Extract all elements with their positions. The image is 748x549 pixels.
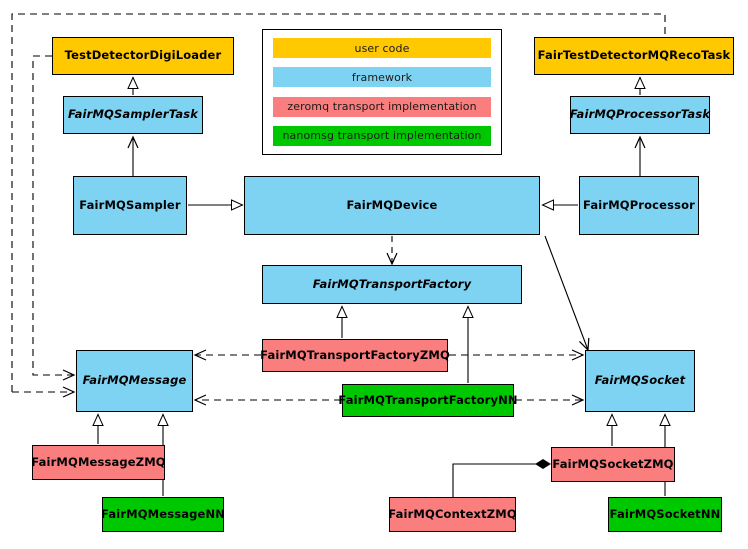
legend-item-zeromq-transport: zeromq transport implementation [273,96,491,117]
class-box-fair-mq-processor[interactable]: FairMQProcessor [579,176,699,235]
edge-device-to-socket [544,235,590,352]
class-box-fair-mq-device[interactable]: FairMQDevice [244,176,540,235]
class-box-fair-test-detector-mq-reco-task[interactable]: FairTestDetectorMQRecoTask [534,37,734,75]
class-box-fair-mq-transport-factory-nn[interactable]: FairMQTransportFactoryNN [338,384,518,417]
class-box-fair-mq-socket-zmq[interactable]: FairMQSocketZMQ [551,447,675,482]
class-box-fair-mq-socket[interactable]: FairMQSocket [585,350,695,412]
color-legend: user code framework zeromq transport imp… [262,29,502,155]
class-box-fair-mq-context-zmq[interactable]: FairMQContextZMQ [388,497,517,532]
class-box-fair-mq-sampler[interactable]: FairMQSampler [73,176,187,235]
class-box-fair-mq-transport-factory-zmq[interactable]: FairMQTransportFactoryZMQ [260,339,450,372]
class-box-fair-mq-transport-factory[interactable]: FairMQTransportFactory [262,265,522,304]
class-box-test-detector-digi-loader[interactable]: TestDetectorDigiLoader [52,37,234,75]
legend-item-nanomsg-transport: nanomsg transport implementation [273,125,491,146]
edge-socketzmq-composition-contextzmq [452,459,551,497]
class-box-fair-mq-message[interactable]: FairMQMessage [76,350,193,412]
class-box-fair-mq-processor-task[interactable]: FairMQProcessorTask [570,96,710,134]
class-box-fair-mq-sampler-task[interactable]: FairMQSamplerTask [63,96,203,134]
legend-item-framework: framework [273,67,491,88]
legend-item-user-code: user code [273,38,491,58]
class-box-fair-mq-message-nn[interactable]: FairMQMessageNN [101,497,225,532]
class-box-fair-mq-socket-nn[interactable]: FairMQSocketNN [608,497,722,532]
class-box-fair-mq-message-zmq[interactable]: FairMQMessageZMQ [31,445,166,480]
